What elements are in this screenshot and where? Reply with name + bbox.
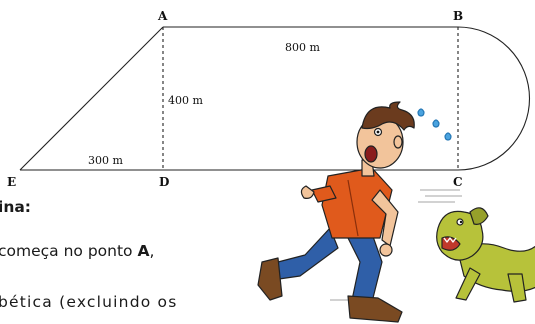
back-hand <box>300 185 315 199</box>
back-leg <box>271 227 339 281</box>
point-a-reference: A <box>137 242 150 260</box>
line2-text-after: , <box>149 242 155 260</box>
front-leg <box>344 227 383 303</box>
line2-text-before: começa no ponto <box>0 242 138 260</box>
heading-fragment: ina: <box>0 198 32 216</box>
measure-ad: 400 m <box>168 94 203 107</box>
dog-ear <box>469 207 489 225</box>
sweat-drop <box>417 108 425 117</box>
front-arm <box>371 189 399 247</box>
sweat-drop <box>432 119 440 128</box>
measure-ed: 300 m <box>88 154 123 167</box>
hair <box>361 101 415 131</box>
back-arm <box>311 185 337 203</box>
semicircle-bc <box>457 26 531 171</box>
paragraph-line-2: começa no ponto A, <box>0 242 154 260</box>
front-hand <box>379 243 393 257</box>
measure-ab: 800 m <box>285 41 320 54</box>
track-shape <box>19 26 531 171</box>
point-label-d: D <box>159 175 169 189</box>
dog-back-leg <box>507 273 527 303</box>
dog-teeth <box>443 237 457 243</box>
point-label-b: B <box>453 9 463 23</box>
dog-front-leg <box>455 267 481 301</box>
angry-dog-illustration <box>436 207 535 303</box>
ear <box>393 135 403 149</box>
point-label-a: A <box>157 9 168 23</box>
front-shoe <box>347 295 403 323</box>
running-man-illustration <box>257 101 462 323</box>
point-label-e: E <box>7 175 16 189</box>
back-shoe <box>257 257 283 301</box>
mouth-open <box>364 145 378 163</box>
edge-ae <box>19 26 164 171</box>
paragraph-line-3: bética (excluindo os <box>0 293 178 311</box>
sweat-drop <box>444 132 452 141</box>
point-label-c: C <box>453 175 463 189</box>
